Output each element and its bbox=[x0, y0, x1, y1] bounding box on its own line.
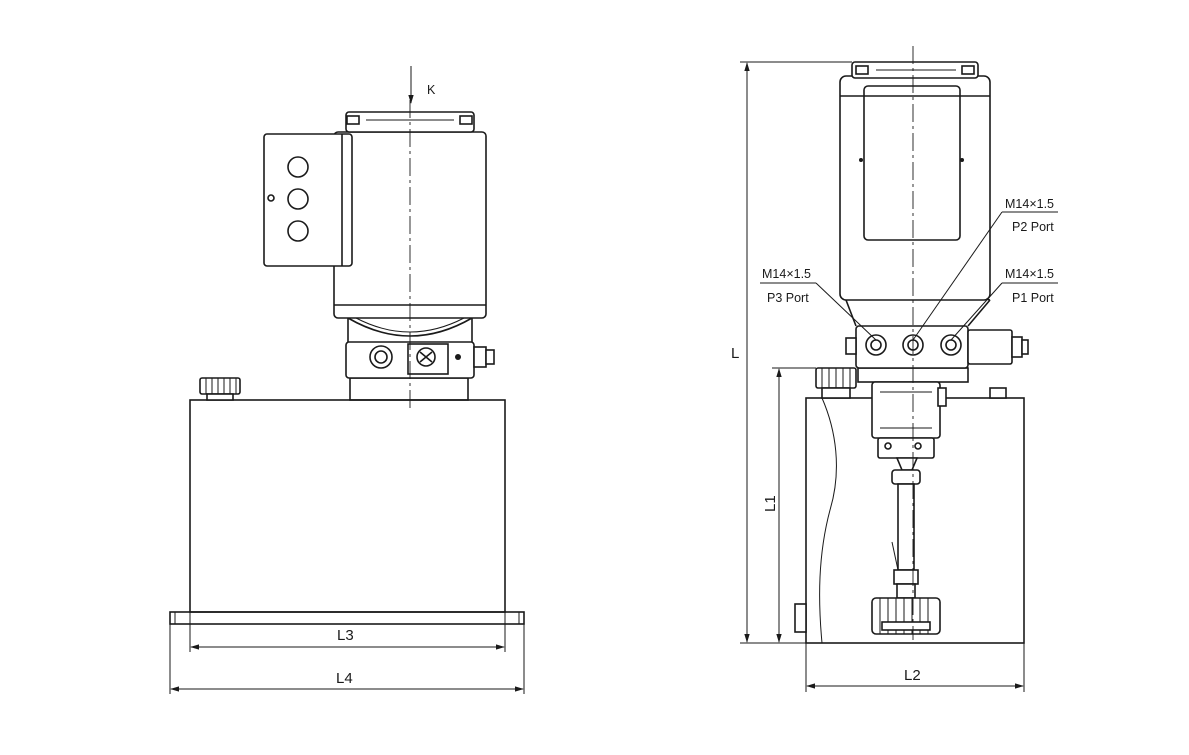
p3-name-label: P3 Port bbox=[767, 291, 809, 305]
p2-thread-label: M14×1.5 bbox=[1005, 197, 1054, 211]
suction-pipe bbox=[891, 457, 921, 599]
p3-leader bbox=[815, 282, 877, 341]
base-plate bbox=[169, 611, 525, 625]
port-manifold bbox=[845, 325, 1029, 369]
p2-name-label: P2 Port bbox=[1012, 220, 1054, 234]
p1-leader bbox=[950, 282, 1003, 341]
p3-thread-label: M14×1.5 bbox=[762, 267, 811, 281]
gear-pump bbox=[871, 381, 947, 459]
dim-l1-label: L1 bbox=[762, 495, 779, 512]
p1-port bbox=[940, 334, 962, 356]
view-k-label: K bbox=[427, 83, 436, 97]
front-view: K L3 L4 bbox=[169, 66, 525, 694]
dim-l-label: L bbox=[731, 345, 739, 362]
p1-thread-label: M14×1.5 bbox=[1005, 267, 1054, 281]
suction-filter bbox=[871, 597, 941, 635]
side-terminal-cover bbox=[863, 85, 961, 241]
dim-l2-label: L2 bbox=[904, 667, 921, 684]
p1-name-label: P1 Port bbox=[1012, 291, 1054, 305]
side-motor bbox=[839, 61, 991, 301]
p2-leader bbox=[912, 211, 1003, 341]
valve-block bbox=[345, 341, 495, 379]
side-view: M14×1.5 P2 Port M14×1.5 P3 Port M14×1.5 … bbox=[731, 46, 1058, 692]
oil-tank bbox=[189, 399, 506, 613]
terminal-box bbox=[263, 133, 353, 267]
dim-l3-label: L3 bbox=[337, 627, 354, 644]
p3-port bbox=[865, 334, 887, 356]
side-filler-cap bbox=[815, 367, 857, 399]
drain-plug bbox=[794, 603, 807, 633]
dim-l4-label: L4 bbox=[336, 670, 353, 687]
filler-cap bbox=[199, 377, 241, 401]
